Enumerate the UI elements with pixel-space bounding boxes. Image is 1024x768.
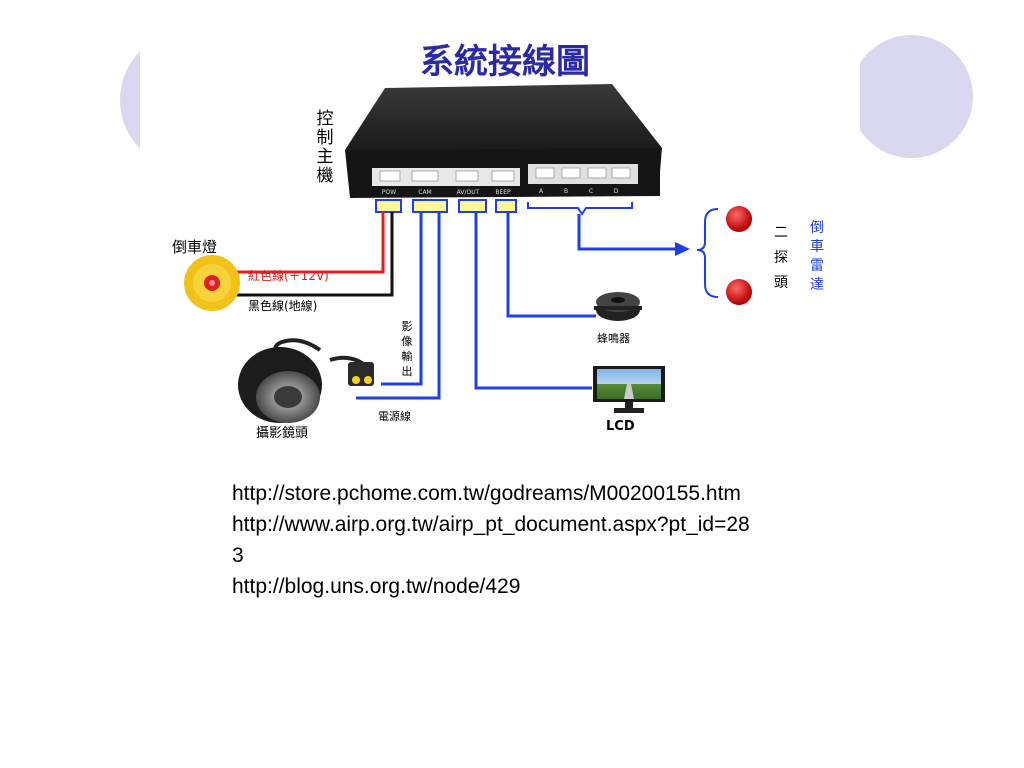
avout-port-marker (458, 199, 487, 213)
port-label-b: B (564, 188, 568, 195)
diagram-title: 系統接線圖 (420, 42, 590, 82)
buzzer-wire (506, 212, 596, 318)
video-out-label-char: 出 (402, 364, 413, 378)
port-label-avout: AV/OUT (457, 189, 480, 196)
radar-label-char: 車 (810, 238, 824, 255)
power-wire (356, 212, 441, 400)
reference-link[interactable]: http://blog.uns.org.tw/node/429 (232, 575, 521, 598)
reference-link[interactable]: http://store.pchome.com.tw/godreams/M002… (232, 482, 741, 505)
port-label-a: A (539, 188, 544, 195)
red-wire-label: 紅色線(＋12V) (248, 268, 329, 283)
reference-link[interactable]: http://www.airp.org.tw/airp_pt_document.… (232, 513, 750, 567)
radar-label-char: 雷 (810, 258, 824, 274)
sensor-arrow-head (675, 242, 690, 256)
control-unit-label-char: 機 (317, 166, 334, 186)
buzzer-icon (594, 292, 642, 321)
video-out-label-char: 影 (402, 320, 413, 333)
port-label-pow: POW (382, 189, 396, 196)
reverse-light-label: 倒車燈 (172, 238, 217, 256)
control-unit-label-char: 主 (317, 147, 334, 167)
radar-label-char: 達 (810, 277, 824, 293)
reference-links: http://store.pchome.com.tw/godreams/M002… (232, 478, 752, 602)
control-unit-label-char: 控 (317, 109, 334, 129)
sensors-label-char: 二 (774, 225, 788, 241)
video-wire (381, 212, 423, 386)
radar-label-char: 倒 (810, 220, 824, 236)
black-wire (228, 212, 394, 297)
sensors-bracket (696, 208, 719, 298)
reverse-light (184, 255, 240, 311)
camera-label: 攝影鏡頭 (256, 425, 308, 441)
beep-port-marker (495, 199, 517, 213)
power-wire-label: 電源線 (378, 409, 411, 423)
video-out-label-char: 像 (402, 335, 413, 348)
lcd-label: LCD (606, 419, 635, 434)
cam-port-marker (412, 199, 448, 213)
sensor-wire (577, 214, 676, 251)
control-unit-label-char: 制 (317, 128, 334, 148)
decorative-circle (850, 35, 973, 158)
port-label-beep: BEEP (495, 189, 511, 196)
sensors-label-char: 頭 (774, 275, 788, 291)
video-out-label-char: 輸 (402, 349, 413, 363)
red-wire (228, 212, 385, 274)
sensor-icon (726, 279, 752, 305)
camera-icon (238, 338, 374, 423)
lcd-icon (593, 366, 665, 413)
sensors-label-char: 探 (774, 250, 788, 266)
black-wire-label: 黑色線(地線) (248, 298, 317, 313)
pow-port-marker (375, 199, 402, 213)
lcd-wire (474, 212, 592, 390)
sensor-icon (726, 206, 752, 232)
sensor-bracket (527, 202, 633, 216)
control-unit (345, 84, 662, 198)
port-label-c: C (589, 188, 593, 195)
buzzer-label: 蜂鳴器 (597, 331, 630, 345)
port-label-cam: CAM (418, 189, 431, 196)
port-label-d: D (614, 188, 619, 195)
